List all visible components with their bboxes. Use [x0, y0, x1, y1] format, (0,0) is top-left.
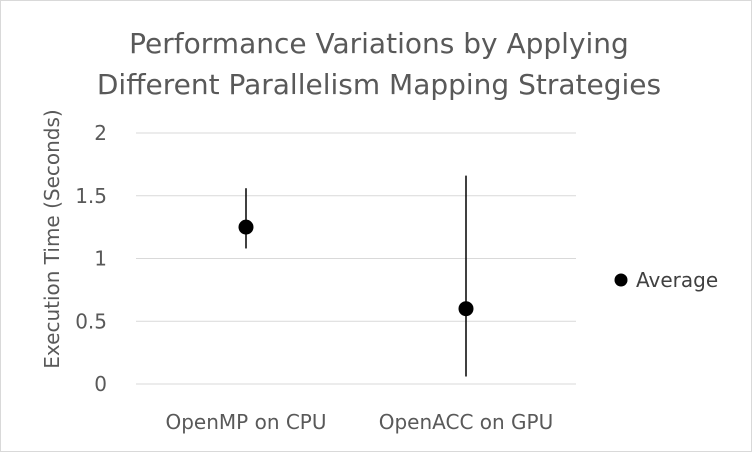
y-axis-label: Execution Time (Seconds): [40, 109, 64, 368]
legend-label: Average: [636, 268, 718, 292]
data-points: [238, 219, 474, 317]
chart-title-line-1: Performance Variations by Applying: [129, 27, 629, 60]
y-tick-labels: 0 0.5 1 1.5 2: [75, 121, 107, 396]
legend-marker: [614, 273, 628, 287]
gridlines: [136, 132, 576, 385]
data-point: [238, 219, 254, 235]
y-tick-label: 1: [94, 247, 107, 271]
y-tick-label: 0: [94, 372, 107, 396]
y-tick-label: 1.5: [75, 184, 107, 208]
legend: Average: [614, 268, 718, 292]
y-tick-label: 2: [94, 121, 107, 145]
y-tick-label: 0.5: [75, 309, 107, 333]
chart-title-line-2: Different Parallelism Mapping Strategies: [97, 68, 661, 101]
x-tick-label: OpenACC on GPU: [379, 410, 554, 434]
error-bars: [245, 175, 467, 377]
x-tick-labels: OpenMP on CPU OpenACC on GPU: [165, 410, 553, 434]
data-point: [458, 301, 474, 317]
x-tick-label: OpenMP on CPU: [165, 410, 326, 434]
